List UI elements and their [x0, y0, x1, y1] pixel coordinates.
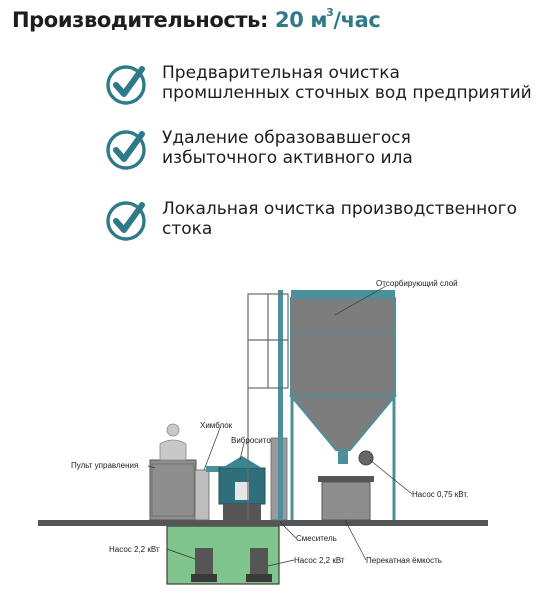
feature-item: Удаление образовавшегося избыточного акт…: [104, 125, 544, 181]
label-overflow-tank: Перекатная ёмкость: [366, 556, 442, 565]
label-control-panel: Пульт управления: [71, 461, 138, 470]
vibrosieve-frame: [223, 504, 261, 520]
feature-text: Локальная очистка производственного сток…: [162, 199, 542, 239]
vibrosieve-top: [222, 456, 262, 468]
leader-overflow-tank: [344, 519, 367, 561]
pump-left-body: [195, 548, 213, 582]
operator-head: [166, 423, 180, 437]
pump-small: [358, 450, 374, 466]
leader-vibrosieve: [239, 442, 245, 461]
leader-absorbing-layer: [334, 285, 387, 316]
checkmark-circle-icon: [106, 130, 146, 170]
feature-line-2: стока: [162, 219, 213, 239]
capacity-unit-superscript: 3: [326, 6, 334, 19]
label-pump-22-left: Насос 2,2 кВт: [109, 545, 160, 554]
overflow-tank-body: [321, 481, 371, 521]
feature-line-2: промшленных сточных вод предприятий: [162, 83, 532, 103]
feature-text: Удаление образовавшегося избыточного акт…: [162, 128, 542, 168]
label-chemblock: Химблок: [200, 421, 233, 430]
leader-pump-075: [369, 459, 413, 495]
pump-right-body: [250, 548, 268, 582]
feature-line-1: Локальная очистка производственного: [162, 199, 518, 219]
main-tank: [290, 297, 396, 397]
capacity-number: 20 м: [274, 8, 328, 32]
feature-text: Предварительная очистка промшленных сточ…: [162, 63, 542, 103]
tank-cone: [288, 395, 398, 451]
leader-pump-left: [166, 548, 196, 560]
label-vibrosieve: Вибросито: [231, 436, 271, 445]
leader-control-panel: [147, 465, 156, 469]
checkmark-circle-icon: [106, 65, 146, 105]
control-panel-door: [151, 463, 195, 517]
checkmark-circle-icon: [106, 201, 146, 241]
label-pump-22-right: Насос 2,2 кВт: [294, 556, 345, 565]
capacity-unit-suffix: /час: [333, 8, 381, 32]
label-absorbing-layer: Отсорбирующий слой: [376, 279, 458, 288]
pump-left-base: [191, 574, 217, 582]
title-prefix: Производительность:: [12, 8, 269, 32]
pump-right-base: [246, 574, 272, 582]
capacity-value: 20 м3/час: [274, 6, 381, 32]
feature-item: Предварительная очистка промшленных сточ…: [104, 60, 544, 116]
leader-mixer: [279, 521, 297, 539]
tank-rim: [291, 290, 395, 298]
label-pump-075: Насос 0,75 кВт.: [412, 490, 468, 499]
vertical-pipe: [278, 290, 283, 520]
feature-line-2: избыточного активного ила: [162, 148, 413, 168]
operator-body: [159, 439, 187, 461]
tank-outlet: [338, 450, 348, 464]
label-mixer: Смеситель: [296, 534, 337, 543]
ground-line: [38, 520, 488, 526]
access-platform: [247, 293, 289, 520]
feature-item: Локальная очистка производственного сток…: [104, 196, 544, 252]
feature-line-1: Предварительная очистка: [162, 63, 400, 83]
page-title: Производительность: 20 м3/час: [12, 6, 381, 32]
leader-pump-right: [267, 559, 295, 567]
overflow-tank-lid: [318, 476, 374, 482]
control-panel-cabinet: [149, 459, 197, 521]
leader-chemblock: [203, 427, 221, 471]
equipment-diagram: Отсорбирующий слой Химблок Вибросито Пул…: [38, 279, 488, 585]
chemblock-unit: [194, 469, 210, 521]
feature-line-1: Удаление образовавшегося: [162, 128, 411, 148]
vibrosieve-window: [235, 482, 249, 500]
